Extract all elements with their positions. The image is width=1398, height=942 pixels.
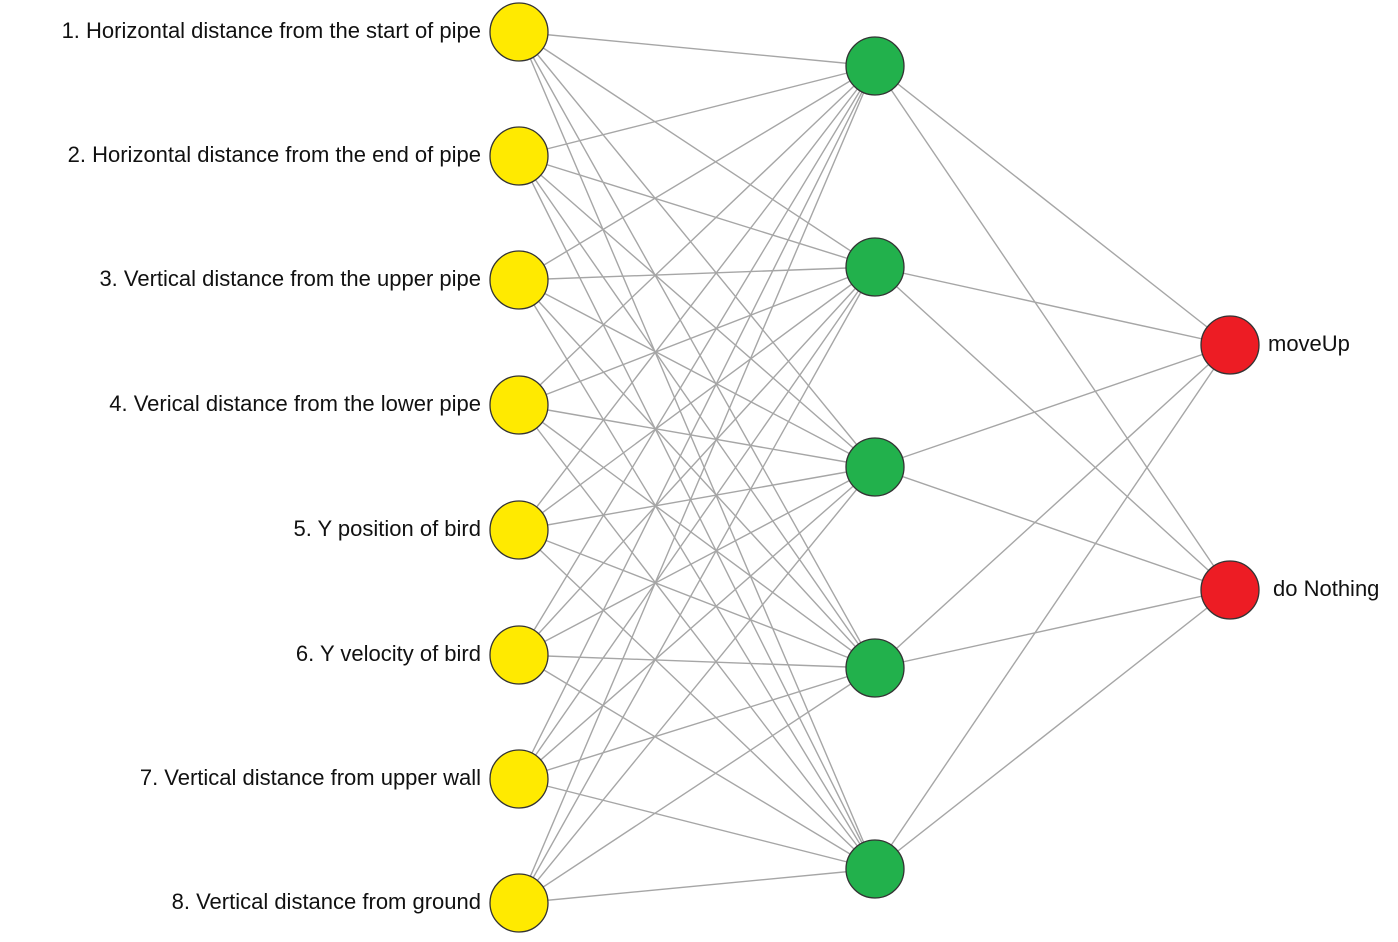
edge-input-4-hidden-2 [518, 266, 876, 406]
edge-input-1-hidden-5 [518, 31, 876, 870]
edge-input-8-hidden-2 [518, 266, 876, 904]
edge-hidden-2-output-1 [874, 266, 1231, 346]
edge-hidden-3-output-1 [874, 344, 1231, 468]
edge-hidden-5-output-2 [874, 589, 1231, 870]
edge-hidden-2-output-2 [874, 266, 1231, 591]
hidden-neuron-1 [845, 36, 905, 96]
output-neuron-2 [1200, 560, 1260, 620]
edge-input-7-hidden-5 [518, 778, 876, 870]
edge-input-8-hidden-4 [518, 667, 876, 904]
input-neuron-6 [489, 625, 549, 685]
edge-hidden-4-output-1 [874, 344, 1231, 669]
edge-input-4-hidden-5 [518, 404, 876, 870]
input-neuron-3 [489, 250, 549, 310]
edge-input-4-hidden-3 [518, 404, 876, 468]
edge-input-8-hidden-1 [518, 65, 876, 904]
hidden-neuron-2 [845, 237, 905, 297]
input-neuron-1 [489, 2, 549, 62]
edge-input-1-hidden-3 [518, 31, 876, 468]
edge-input-2-hidden-2 [518, 155, 876, 268]
edge-input-7-hidden-2 [518, 266, 876, 780]
edge-input-5-hidden-5 [518, 529, 876, 870]
output-neuron-1 [1200, 315, 1260, 375]
input-neuron-5 [489, 500, 549, 560]
edge-input-6-hidden-1 [518, 65, 876, 656]
input-label-8: 8. Vertical distance from ground [172, 889, 481, 914]
neuron-labels: 1. Horizontal distance from the start of… [62, 18, 1380, 914]
hidden-neuron-3 [845, 437, 905, 497]
edge-hidden-5-output-1 [874, 344, 1231, 870]
edge-input-6-hidden-5 [518, 654, 876, 870]
output-label-1: moveUp [1268, 331, 1350, 356]
edge-input-3-hidden-2 [518, 266, 876, 281]
output-label-2: do Nothing [1273, 576, 1379, 601]
edge-input-7-hidden-3 [518, 466, 876, 780]
edge-input-1-hidden-4 [518, 31, 876, 669]
edge-input-1-hidden-1 [518, 31, 876, 67]
edge-input-5-hidden-3 [518, 466, 876, 531]
edge-hidden-4-output-2 [874, 589, 1231, 669]
edge-input-8-hidden-5 [518, 868, 876, 904]
edge-input-8-hidden-3 [518, 466, 876, 904]
edge-input-3-hidden-5 [518, 279, 876, 870]
edge-input-2-hidden-1 [518, 65, 876, 157]
edge-input-4-hidden-4 [518, 404, 876, 669]
input-label-1: 1. Horizontal distance from the start of… [62, 18, 481, 43]
edge-input-3-hidden-3 [518, 279, 876, 468]
edge-input-6-hidden-2 [518, 266, 876, 656]
edge-hidden-3-output-2 [874, 466, 1231, 591]
input-label-7: 7. Vertical distance from upper wall [140, 765, 481, 790]
input-label-3: 3. Vertical distance from the upper pipe [99, 266, 481, 291]
edge-hidden-1-output-1 [874, 65, 1231, 346]
edge-input-4-hidden-1 [518, 65, 876, 406]
edge-input-2-hidden-4 [518, 155, 876, 669]
hidden-neuron-5 [845, 839, 905, 899]
edge-input-2-hidden-5 [518, 155, 876, 870]
edge-hidden-1-output-2 [874, 65, 1231, 591]
connections [518, 31, 1231, 904]
edge-input-6-hidden-4 [518, 654, 876, 669]
edge-input-3-hidden-4 [518, 279, 876, 669]
edge-input-7-hidden-1 [518, 65, 876, 780]
edge-input-1-hidden-2 [518, 31, 876, 268]
input-neuron-7 [489, 749, 549, 809]
edge-input-6-hidden-3 [518, 466, 876, 656]
input-neuron-4 [489, 375, 549, 435]
hidden-neuron-4 [845, 638, 905, 698]
edge-input-3-hidden-1 [518, 65, 876, 281]
edge-input-2-hidden-3 [518, 155, 876, 468]
edge-input-5-hidden-4 [518, 529, 876, 669]
input-neuron-8 [489, 873, 549, 933]
neurons [489, 2, 1260, 933]
input-label-2: 2. Horizontal distance from the end of p… [68, 142, 481, 167]
input-label-6: 6. Y velocity of bird [296, 641, 481, 666]
edge-input-5-hidden-2 [518, 266, 876, 531]
input-label-5: 5. Y position of bird [293, 516, 481, 541]
edge-input-7-hidden-4 [518, 667, 876, 780]
edge-input-5-hidden-1 [518, 65, 876, 531]
input-neuron-2 [489, 126, 549, 186]
input-label-4: 4. Verical distance from the lower pipe [109, 391, 481, 416]
